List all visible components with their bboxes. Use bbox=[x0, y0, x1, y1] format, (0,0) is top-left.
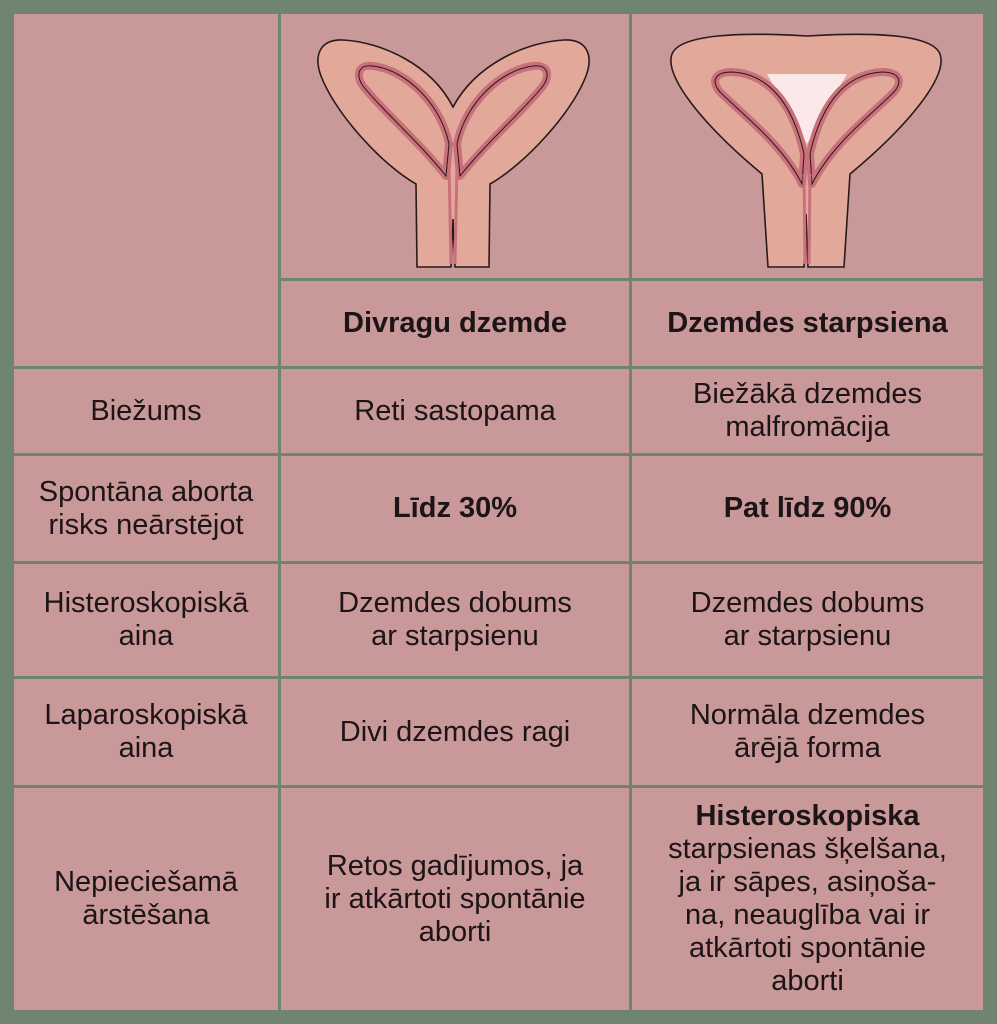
septate-uterus-illustration bbox=[670, 33, 942, 268]
row-miscarriage-bicornuate-value: Līdz 30% bbox=[392, 492, 518, 524]
septate-left-cavity-outline bbox=[714, 71, 805, 186]
header-bicornuate: Divragu dzemde bbox=[281, 281, 629, 366]
row-miscarriage-label-line: risks neārstējot bbox=[48, 508, 244, 541]
row-hysteroscopy-label-line: Histeroskopiskā bbox=[43, 587, 249, 619]
row-frequency-label: Biežums bbox=[14, 369, 278, 453]
row-hysteroscopy-septate-line: ar starpsienu bbox=[723, 620, 892, 652]
row-hysteroscopy-bicornuate-line: ar starpsienu bbox=[371, 620, 539, 652]
row-treatment-septate-line: atkārtoti spontānie bbox=[689, 932, 926, 964]
row-hysteroscopy-septate: Dzemdes dobums ar starpsienu bbox=[632, 564, 983, 676]
bicornuate-outer-wall bbox=[317, 39, 590, 268]
row-hysteroscopy-bicornuate-line: Dzemdes dobums bbox=[338, 587, 572, 619]
row-frequency-bicornuate-line: Reti sastopama bbox=[354, 394, 556, 427]
row-frequency-label-line: Biežums bbox=[90, 394, 202, 427]
row-hysteroscopy-septate-line: Dzemdes dobums bbox=[690, 587, 925, 619]
row-hysteroscopy-bicornuate: Dzemdes dobums ar starpsienu bbox=[281, 564, 629, 676]
row-hysteroscopy-label-line: aina bbox=[118, 620, 174, 652]
row-treatment-septate: Histeroskopiska starpsienas šķelšana, ja… bbox=[632, 788, 983, 1010]
row-treatment-septate-line: aborti bbox=[771, 965, 844, 997]
row-treatment-label: Nepieciešamā ārstēšana bbox=[14, 788, 278, 1010]
bicornuate-illustration-cell bbox=[281, 14, 629, 278]
row-frequency-septate: Biežākā dzemdes malfromācija bbox=[632, 369, 983, 453]
row-treatment-bicornuate-line: Retos gadījumos, ja bbox=[326, 849, 584, 882]
header-bicornuate-label: Divragu dzemde bbox=[343, 307, 567, 339]
septate-cervical-canal bbox=[802, 173, 812, 265]
header-septate: Dzemdes starpsiena bbox=[632, 281, 983, 366]
row-frequency-septate-line: Biežākā dzemdes bbox=[693, 378, 922, 410]
row-laparoscopy-septate: Normāla dzemdes ārējā forma bbox=[632, 679, 983, 785]
row-miscarriage-label: Spontāna aborta risks neārstējot bbox=[14, 456, 278, 561]
row-treatment-bicornuate: Retos gadījumos, ja ir atkārtoti spontān… bbox=[281, 788, 629, 1010]
row-laparoscopy-label: Laparoskopiskā aina bbox=[14, 679, 278, 785]
row-treatment-septate-line: na, neauglība vai ir bbox=[684, 899, 931, 931]
bicornuate-uterus-illustration bbox=[317, 39, 590, 268]
septate-septum-highlight bbox=[767, 74, 847, 144]
row-laparoscopy-label-line: aina bbox=[118, 732, 174, 764]
row-treatment-septate-line: starpsienas šķelšana, bbox=[668, 833, 947, 865]
bicornuate-right-cavity-outline bbox=[456, 65, 548, 178]
row-treatment-septate-line: ja ir sāpes, asiņoša- bbox=[678, 866, 937, 898]
row-treatment-label-line: Nepieciešamā bbox=[54, 866, 238, 898]
bicornuate-left-cavity-outline bbox=[358, 65, 450, 178]
bicornuate-cervical-canal bbox=[447, 163, 459, 265]
row-frequency-septate-line: malfromācija bbox=[725, 411, 890, 443]
row-miscarriage-septate-value: Pat līdz 90% bbox=[723, 492, 892, 524]
row-laparoscopy-septate-line: ārējā forma bbox=[734, 732, 881, 764]
header-septate-label: Dzemdes starpsiena bbox=[667, 307, 948, 339]
row-hysteroscopy-label: Histeroskopiskā aina bbox=[14, 564, 278, 676]
row-laparoscopy-bicornuate-line: Divi dzemdes ragi bbox=[339, 715, 571, 748]
corner-cell bbox=[14, 14, 278, 366]
row-treatment-label-line: ārstēšana bbox=[82, 899, 210, 931]
septate-right-cavity-outline bbox=[809, 71, 900, 186]
septate-illustration-cell bbox=[632, 14, 983, 278]
row-frequency-bicornuate: Reti sastopama bbox=[281, 369, 629, 453]
row-laparoscopy-septate-line: Normāla dzemdes bbox=[689, 699, 926, 731]
row-miscarriage-septate: Pat līdz 90% bbox=[632, 456, 983, 561]
row-miscarriage-bicornuate: Līdz 30% bbox=[281, 456, 629, 561]
row-treatment-septate-bold-line: Histeroskopiska bbox=[695, 800, 920, 832]
row-treatment-bicornuate-line: ir atkārtoti spontānie bbox=[324, 882, 586, 915]
row-laparoscopy-bicornuate: Divi dzemdes ragi bbox=[281, 679, 629, 785]
row-miscarriage-label-line: Spontāna aborta bbox=[38, 475, 254, 508]
row-laparoscopy-label-line: Laparoskopiskā bbox=[44, 699, 248, 731]
row-treatment-bicornuate-line: aborti bbox=[418, 915, 492, 948]
